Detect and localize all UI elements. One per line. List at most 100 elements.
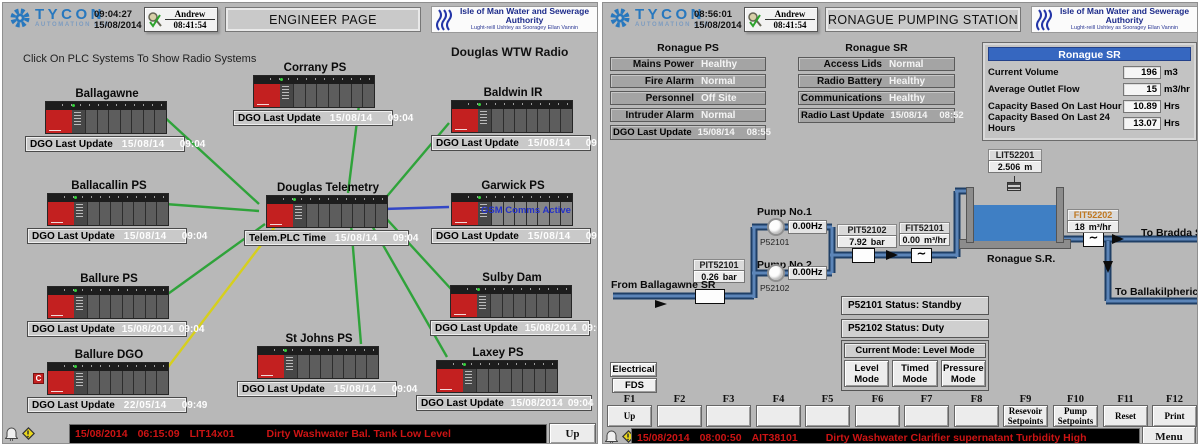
update-label: Telem.PLC Time bbox=[249, 232, 326, 244]
rack-slot bbox=[331, 355, 344, 378]
rack-slot bbox=[98, 202, 111, 225]
update-date: 15/08/14 bbox=[123, 230, 167, 242]
instrument-tag: PIT52102 bbox=[837, 224, 897, 236]
rack-slot bbox=[297, 355, 309, 378]
plc-rack[interactable] bbox=[47, 286, 169, 319]
rack-red-module bbox=[258, 355, 284, 378]
station-title: Ballure DGO bbox=[74, 349, 144, 361]
timed-mode-button[interactable]: Timed Mode bbox=[892, 360, 938, 387]
electrical-button[interactable]: Electrical bbox=[610, 362, 657, 377]
up-button[interactable]: Up bbox=[549, 423, 596, 443]
alarm-date: 15/08/2014 bbox=[637, 431, 690, 444]
plc-rack[interactable] bbox=[451, 100, 573, 133]
fkey-button-f9[interactable]: Resevoir Setpoints bbox=[1003, 405, 1048, 427]
fkey-button-f8[interactable] bbox=[954, 405, 999, 427]
update-label: DGO Last Update bbox=[32, 399, 115, 411]
plc-rack[interactable] bbox=[266, 195, 388, 228]
rack-slot bbox=[502, 109, 515, 132]
rack-slot bbox=[87, 371, 99, 394]
menu-button[interactable]: Menu bbox=[1142, 426, 1196, 443]
rack-slot bbox=[87, 202, 99, 225]
rack-slot bbox=[144, 295, 157, 318]
status-label: Intruder Alarm bbox=[625, 109, 694, 121]
tycon-logo: TYCON AUTOMATION LTD bbox=[9, 7, 110, 29]
rack-header bbox=[48, 287, 168, 295]
fkey-button-f3[interactable] bbox=[706, 405, 751, 427]
rack-slot bbox=[490, 294, 502, 317]
update-date: 15/08/2014 bbox=[510, 397, 563, 409]
update-date: 22/05/14 bbox=[123, 399, 167, 411]
rack-slot bbox=[366, 355, 379, 378]
status-value: Healthy bbox=[701, 58, 738, 70]
rack-header bbox=[452, 194, 572, 202]
rack-header bbox=[48, 363, 168, 371]
update-time: 09:04 bbox=[178, 323, 205, 335]
fkey-button-f7[interactable] bbox=[904, 405, 949, 427]
rack-led-icon bbox=[478, 103, 481, 106]
plc-rack[interactable] bbox=[47, 193, 169, 226]
rack-slot bbox=[144, 202, 157, 225]
rack-slots bbox=[87, 295, 169, 318]
pump2-icon[interactable] bbox=[767, 264, 785, 282]
pump2-tag: P52102 bbox=[760, 283, 790, 293]
alarm-banner[interactable]: 15/08/2014 08:00:50 AIT38101 Dirty Washw… bbox=[631, 428, 1140, 444]
fkey-button-f2[interactable] bbox=[657, 405, 702, 427]
rack-slot bbox=[513, 294, 525, 317]
rack-slot bbox=[133, 295, 145, 318]
fkey-button-f1[interactable]: Up bbox=[607, 405, 652, 427]
level-mode-button[interactable]: Level Mode bbox=[844, 360, 890, 387]
user-badge[interactable]: Andrew 08:41:54 bbox=[144, 7, 218, 32]
pump1-icon[interactable] bbox=[767, 218, 785, 236]
alarm-banner[interactable]: 15/08/2014 06:15:09 LIT14x01 Dirty Washw… bbox=[69, 424, 547, 443]
fkey-button-f4[interactable] bbox=[756, 405, 801, 427]
rack-slots bbox=[293, 84, 375, 107]
data-label: Average Outlet Flow bbox=[988, 83, 1080, 95]
plc-rack[interactable] bbox=[45, 101, 167, 134]
authority-box: Isle of Man Water and Sewerage Authority… bbox=[431, 6, 597, 33]
authority-subtitle: Lught-reill Ushtey as Sooragey Ellan Van… bbox=[470, 25, 579, 31]
fkey-button-f12[interactable]: Print bbox=[1152, 405, 1197, 427]
dgo-last-update-bar: DGO Last Update 15/08/14 08:55 bbox=[610, 125, 771, 140]
user-badge[interactable]: Andrew 08:41:54 bbox=[744, 7, 818, 32]
rack-label-column bbox=[74, 202, 87, 225]
authority-box: Isle of Man Water and Sewerage Authority… bbox=[1031, 6, 1197, 33]
plc-rack[interactable] bbox=[450, 285, 572, 318]
pressure-mode-button[interactable]: Pressure Mode bbox=[940, 360, 986, 387]
fkey-label-f8: F8 bbox=[970, 394, 983, 405]
fkey-button-f11[interactable]: Reset bbox=[1103, 405, 1148, 427]
fds-button[interactable]: FDS bbox=[612, 378, 657, 393]
rack-slot bbox=[525, 109, 538, 132]
fkey-button-f5[interactable] bbox=[805, 405, 850, 427]
data-panel-title: Ronague SR bbox=[988, 47, 1191, 61]
plc-rack[interactable]: GSM Comms Active bbox=[451, 193, 573, 226]
rack-slots bbox=[85, 110, 167, 133]
rack-led-icon bbox=[74, 365, 77, 368]
update-label: DGO Last Update bbox=[435, 322, 518, 334]
rack-slot bbox=[121, 371, 134, 394]
rack-slots bbox=[87, 202, 169, 225]
update-time: 09:04 bbox=[585, 230, 597, 242]
alarm-message: Dirty Washwater Bal. Tank Low Level bbox=[266, 428, 451, 440]
plc-rack[interactable] bbox=[257, 346, 379, 379]
plc-rack[interactable] bbox=[436, 360, 558, 393]
rack-slot bbox=[525, 202, 538, 225]
update-label: DGO Last Update bbox=[30, 138, 113, 150]
alarm-message: Dirty Washwater Clarifier supernatant Tu… bbox=[825, 431, 1087, 444]
fkey-button-f10[interactable]: Pump Setpoints bbox=[1053, 405, 1098, 427]
radio-link-garwick-ps bbox=[382, 205, 450, 211]
plc-rack[interactable] bbox=[47, 362, 169, 395]
fkey-button-f6[interactable] bbox=[855, 405, 900, 427]
plc-rack[interactable] bbox=[253, 75, 375, 108]
authority-subtitle: Lught-reill Ushtey as Sooragey Ellan Van… bbox=[1070, 25, 1179, 31]
rack-slot bbox=[306, 204, 318, 227]
